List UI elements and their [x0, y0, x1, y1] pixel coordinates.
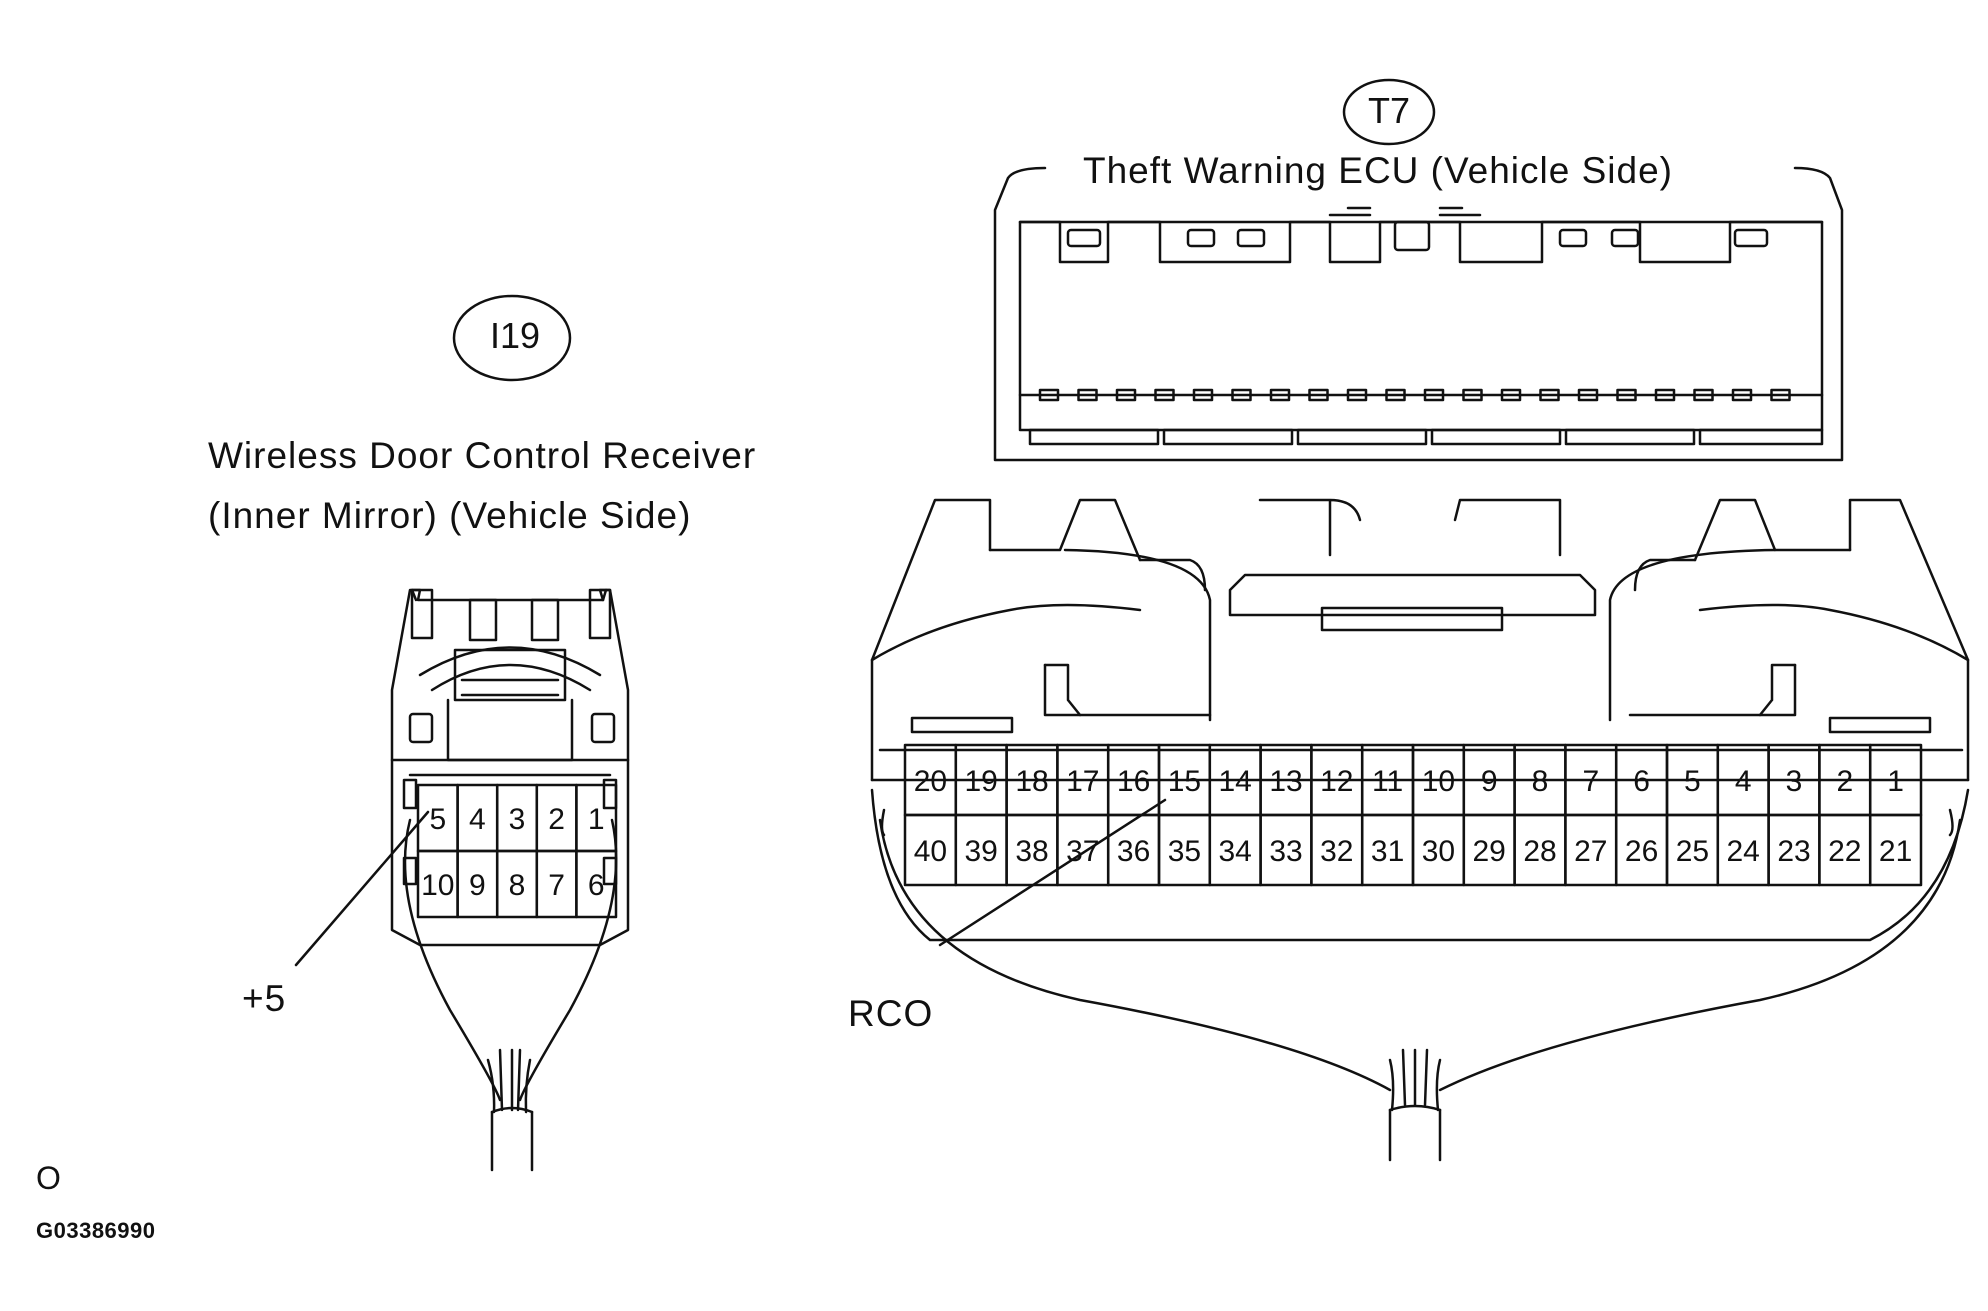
- left-pin-number: 3: [509, 803, 526, 836]
- left-pin-number: 2: [548, 803, 565, 836]
- right-pin-number: 2: [1836, 765, 1853, 798]
- right-connector-code: T7: [1368, 90, 1411, 131]
- right-pin-number: 33: [1269, 835, 1302, 868]
- right-pin-number: 34: [1219, 835, 1252, 868]
- left-pin-number: 7: [548, 869, 565, 902]
- right-pin-number: 18: [1015, 765, 1048, 798]
- right-pin-number: 26: [1625, 835, 1658, 868]
- right-pin-number: 23: [1777, 835, 1810, 868]
- ecu-terminal-mark: [1308, 388, 1329, 402]
- ecu-terminal-mark: [1654, 388, 1676, 402]
- right-pin-cell: [1868, 813, 1923, 887]
- right-pin-number: 1: [1887, 765, 1904, 798]
- ecu-terminal-mark: [1693, 388, 1714, 402]
- right-pin-number: 17: [1066, 765, 1099, 798]
- right-pin-number: 30: [1422, 835, 1455, 868]
- ecu-terminal-mark: [1731, 388, 1753, 402]
- right-pin-number: 4: [1735, 765, 1752, 798]
- right-pin-number: 13: [1269, 765, 1302, 798]
- ecu-terminal-mark: [1423, 388, 1445, 402]
- right-pin-number: 7: [1582, 765, 1599, 798]
- right-callout-leader: [938, 798, 1167, 947]
- ecu-terminal-mark: [1154, 388, 1175, 402]
- left-callout-leader: [294, 810, 430, 967]
- right-pin-number: 25: [1676, 835, 1709, 868]
- left-pin-number: 9: [469, 869, 486, 902]
- right-connector-title: Theft Warning ECU (Vehicle Side): [1083, 150, 1673, 191]
- left-pin-number: 8: [509, 869, 526, 902]
- ecu-terminal-mark: [1038, 388, 1060, 402]
- right-pin-number: 40: [914, 835, 947, 868]
- figure-code: G03386990: [36, 1218, 156, 1243]
- ecu-terminal-mark: [1269, 388, 1291, 402]
- left-pin-number: 4: [469, 803, 486, 836]
- ecu-terminal-mark: [1539, 388, 1560, 402]
- right-pin-number: 3: [1786, 765, 1803, 798]
- right-pin-number: 28: [1523, 835, 1556, 868]
- ecu-terminal-mark: [1577, 388, 1599, 402]
- right-pin-number: 19: [965, 765, 998, 798]
- left-connector-body: [390, 588, 630, 1172]
- right-connector-top-view: [993, 166, 1844, 462]
- right-code-ellipse: [1342, 78, 1436, 146]
- right-pin-number: 31: [1371, 835, 1404, 868]
- left-connector-title-line2: (Inner Mirror) (Vehicle Side): [208, 495, 692, 536]
- right-pin-number: 20: [914, 765, 947, 798]
- right-pin-number: 36: [1117, 835, 1150, 868]
- ecu-terminal-mark: [1115, 388, 1137, 402]
- left-pin-number: 1: [588, 803, 605, 836]
- right-pin-number: 11: [1372, 765, 1403, 798]
- right-pin-number: 5: [1684, 765, 1701, 798]
- right-pin-number: 39: [965, 835, 998, 868]
- left-pin-cell: [575, 849, 618, 919]
- ecu-terminal-mark: [1462, 388, 1483, 402]
- ecu-terminal-mark: [1616, 388, 1637, 402]
- ecu-terminal-mark: [1770, 388, 1791, 402]
- ecu-terminal-mark: [1346, 388, 1368, 402]
- right-pin-number: 16: [1117, 765, 1150, 798]
- right-pin-number: 12: [1320, 765, 1353, 798]
- right-pin-number: 32: [1320, 835, 1353, 868]
- ecu-terminal-mark: [1077, 388, 1098, 402]
- right-pin-number: 15: [1168, 765, 1201, 798]
- left-code-ellipse: [452, 294, 572, 382]
- right-pin-number: 24: [1727, 835, 1760, 868]
- right-pin-number: 37: [1066, 835, 1099, 868]
- left-pin-number: 5: [429, 803, 446, 836]
- left-connector-title-line1: Wireless Door Control Receiver: [208, 435, 757, 476]
- right-connector-body: [870, 498, 1970, 1162]
- right-pin-number: 22: [1828, 835, 1861, 868]
- ecu-terminal-mark: [1385, 388, 1406, 402]
- ecu-terminal-mark: [1500, 388, 1522, 402]
- right-pin-number: 6: [1633, 765, 1650, 798]
- right-pin-number: 10: [1422, 765, 1455, 798]
- right-pin-number: 29: [1473, 835, 1506, 868]
- left-pin-number: 6: [588, 869, 605, 902]
- right-pin-number: 27: [1574, 835, 1607, 868]
- right-pin-number: 35: [1168, 835, 1201, 868]
- right-pin-number: 9: [1481, 765, 1498, 798]
- right-pin-number: 21: [1879, 835, 1912, 868]
- right-pin-number: 8: [1532, 765, 1549, 798]
- ecu-terminal-mark: [1192, 388, 1214, 402]
- left-connector-code: I19: [490, 315, 541, 356]
- right-callout-label: RCO: [848, 993, 934, 1034]
- right-pin-number: 38: [1015, 835, 1048, 868]
- footer-mark: O: [36, 1160, 61, 1196]
- left-callout-label: +5: [242, 978, 287, 1019]
- right-pin-number: 14: [1219, 765, 1252, 798]
- left-pin-number: 10: [421, 869, 454, 902]
- ecu-terminal-mark: [1231, 388, 1252, 402]
